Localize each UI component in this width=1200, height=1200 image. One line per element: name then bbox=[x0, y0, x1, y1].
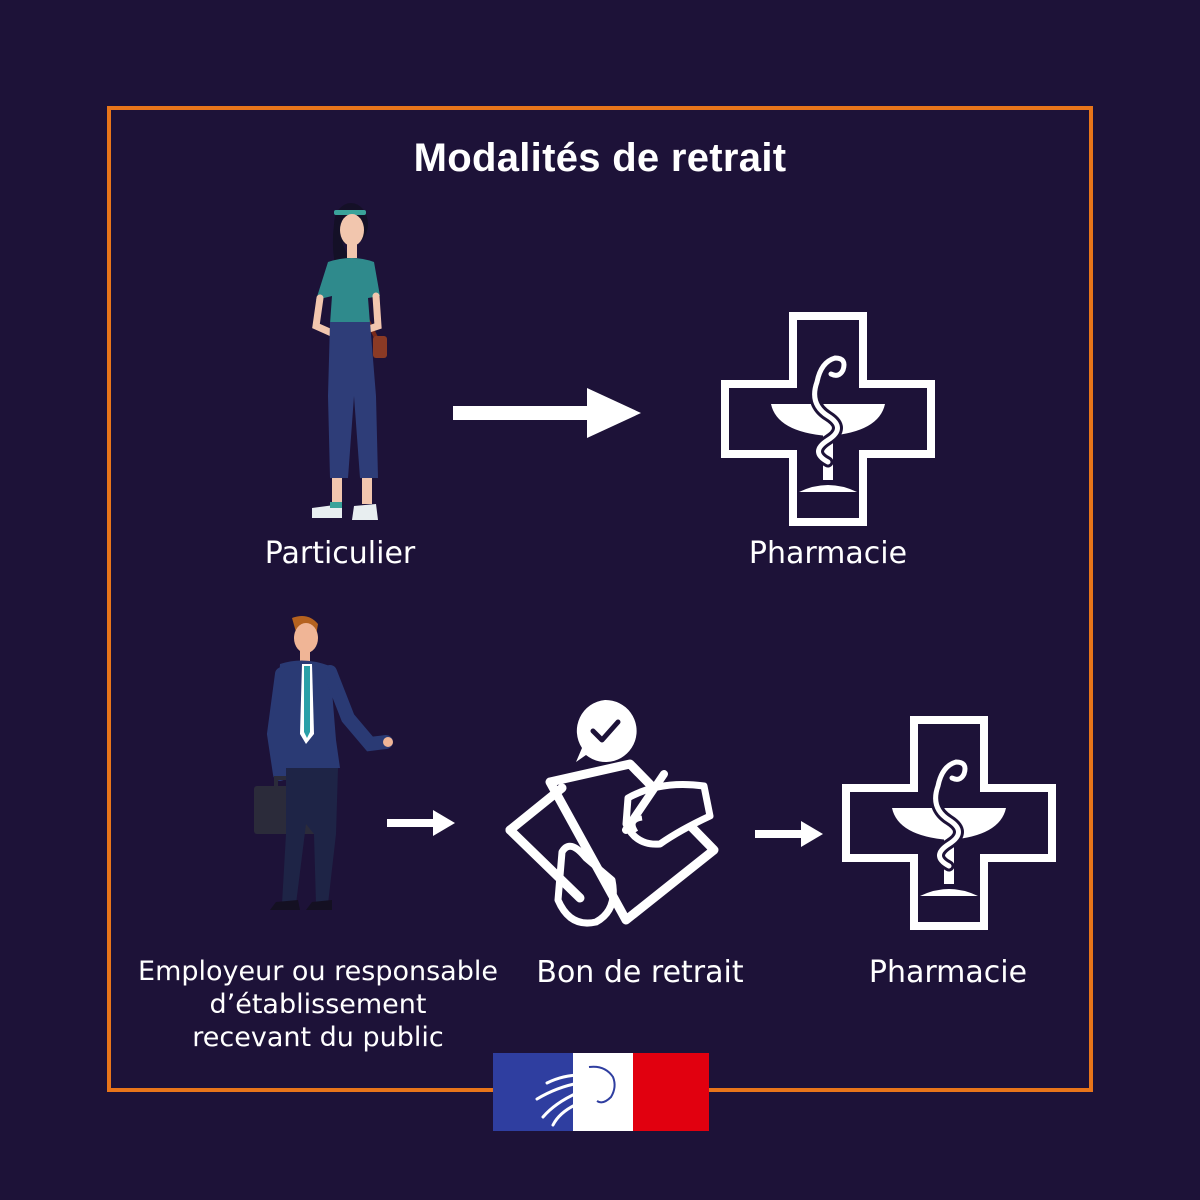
bon-de-retrait-label: Bon de retrait bbox=[536, 955, 744, 990]
signing-form-icon bbox=[505, 759, 719, 927]
arrow-right bbox=[755, 821, 823, 847]
pharmacie-label-2: Pharmacie bbox=[868, 955, 1028, 990]
businessman-figure bbox=[254, 616, 393, 910]
checkmark-bubble-icon bbox=[576, 699, 637, 762]
employer-label-line-2: d’établissement bbox=[209, 989, 427, 1020]
orange-frame bbox=[107, 106, 1093, 1092]
pharmacy-cross-icon bbox=[842, 716, 1056, 930]
employer-label: Employeur ou responsable d’établissement… bbox=[118, 955, 518, 1054]
arrow-right bbox=[387, 810, 455, 836]
pharmacie-label-1: Pharmacie bbox=[748, 536, 908, 571]
employer-label-line-3: recevant du public bbox=[192, 1022, 444, 1053]
employer-label-line-1: Employeur ou responsable bbox=[138, 956, 498, 987]
pharmacy-cross-icon bbox=[721, 312, 935, 526]
marianne-logo bbox=[493, 1053, 709, 1131]
particulier-label: Particulier bbox=[264, 536, 416, 571]
woman-figure bbox=[312, 203, 387, 520]
page-title: Modalités de retrait bbox=[413, 136, 787, 180]
arrow-right bbox=[453, 388, 641, 438]
